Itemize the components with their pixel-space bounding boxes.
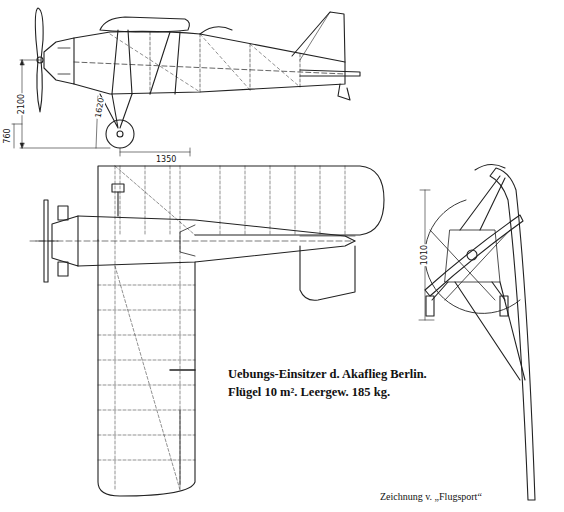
side-view xyxy=(12,8,360,156)
front-view xyxy=(419,164,535,500)
dimension-label: 1350 xyxy=(155,156,177,164)
caption-line: Flügel 10 m². Leergew. 185 kg. xyxy=(228,386,390,399)
dimension-label: 1010 xyxy=(421,244,429,266)
credit-note: Zeichnung v. „Flugsport“ xyxy=(380,492,482,502)
dimension-label: 2100 xyxy=(18,93,26,115)
dimension-label: 760 xyxy=(4,127,12,144)
top-view xyxy=(30,166,384,496)
caption-line: Uebungs-Einsitzer d. Akaflieg Berlin. xyxy=(228,368,427,381)
dimension-label: 1620 xyxy=(94,96,106,119)
